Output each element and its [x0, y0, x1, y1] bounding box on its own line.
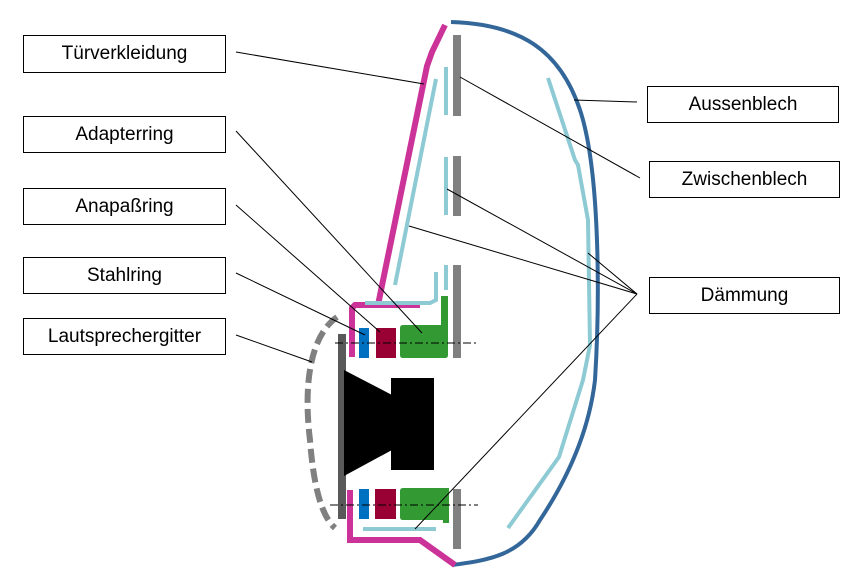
adapter-spacer-lower — [375, 489, 396, 519]
intermediate-sheet-lower-ring — [453, 489, 461, 549]
leader-lautsprechergitter — [235, 334, 313, 363]
speaker-grille — [304, 314, 339, 531]
leader-aussenblech — [573, 99, 638, 103]
label-anapassring: Anapaßring — [23, 188, 226, 225]
leader-zwischenblech — [459, 76, 641, 179]
insulation-ring-upper — [365, 272, 438, 305]
leader-stahlring — [235, 272, 366, 336]
outer-sheet — [450, 20, 600, 567]
leader-adapterring — [235, 130, 423, 334]
leader-daemmung-4 — [414, 293, 638, 530]
leader-daemmung-2 — [408, 225, 638, 295]
intermediate-sheet-mid — [453, 156, 461, 216]
insulation-outer — [506, 77, 593, 530]
label-adapterring: Adapterring — [23, 116, 226, 153]
steel-ring-lower — [359, 489, 369, 519]
label-stahlring: Stahlring — [23, 257, 226, 294]
adapter-ring-lower — [400, 488, 448, 523]
leader-daemmung-1 — [446, 188, 638, 295]
speaker-baffle — [338, 334, 346, 519]
intermediate-sheet-top — [453, 35, 461, 116]
insulation-trim-upper — [393, 78, 438, 286]
intermediate-sheet-upper-ring — [453, 265, 461, 358]
speaker-magnet — [391, 378, 434, 470]
label-zwischenblech: Zwischenblech — [649, 161, 840, 198]
label-daemmung: Dämmung — [649, 277, 840, 314]
speaker-cone — [344, 370, 392, 476]
door-trim-lower — [347, 490, 457, 568]
label-aussenblech: Aussenblech — [647, 86, 839, 123]
leader-daemmung-3 — [587, 252, 638, 295]
leader-anapassring — [235, 204, 381, 333]
label-lautsprechergitter: Lautsprechergitter — [23, 318, 226, 355]
label-tuerverkleidung: Türverkleidung — [23, 35, 226, 73]
leader-tuerverkleidung — [235, 51, 425, 85]
